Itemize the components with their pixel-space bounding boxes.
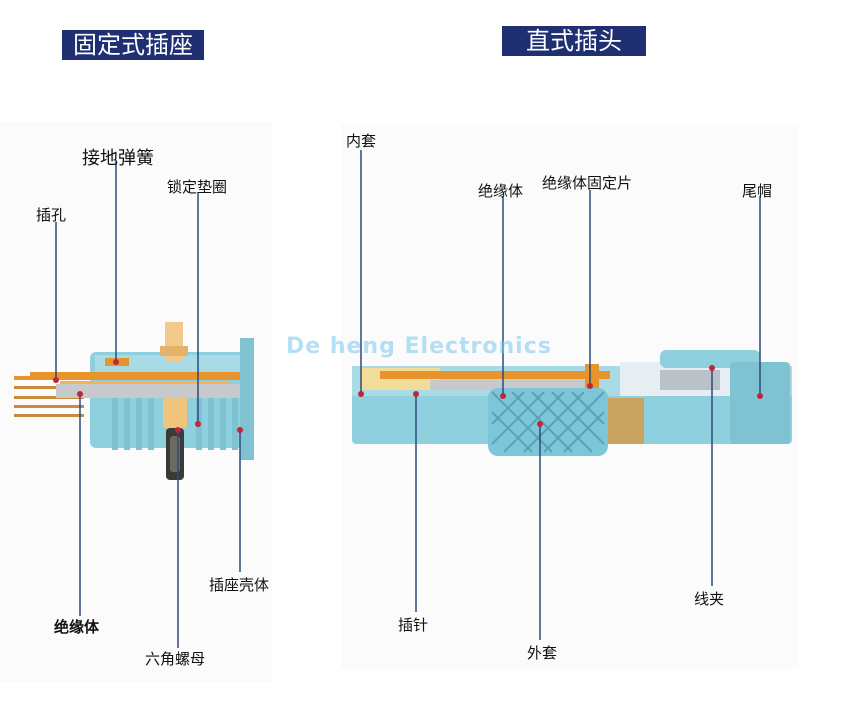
- label-inner-sleeve: 内套: [346, 130, 376, 151]
- label-outer-sleeve: 外套: [527, 642, 557, 663]
- watermark: De heng Electronics: [286, 334, 552, 359]
- label-wire-clamp: 线夹: [694, 588, 724, 609]
- outer-sleeve-part: [488, 388, 608, 456]
- pin-part: [380, 371, 610, 379]
- label-plug-insulator: 绝缘体: [478, 180, 523, 201]
- socket-insulator-part: [56, 384, 246, 398]
- label-socket-insulator: 绝缘体: [54, 616, 99, 637]
- fixed-socket-drawing: [14, 322, 254, 480]
- label-socket-hole: 插孔: [36, 204, 66, 225]
- label-pin: 插针: [398, 614, 428, 635]
- label-lock-washer: 锁定垫圈: [167, 176, 227, 197]
- label-end-cap: 尾帽: [742, 180, 772, 201]
- wire-clamp-part: [660, 370, 720, 390]
- label-insulator-clip: 绝缘体固定片: [542, 172, 632, 193]
- straight-plug-drawing: [352, 350, 792, 456]
- label-ground-spring: 接地弹簧: [82, 144, 154, 170]
- label-hex-nut: 六角螺母: [145, 648, 205, 669]
- label-socket-shell: 插座壳体: [209, 574, 269, 595]
